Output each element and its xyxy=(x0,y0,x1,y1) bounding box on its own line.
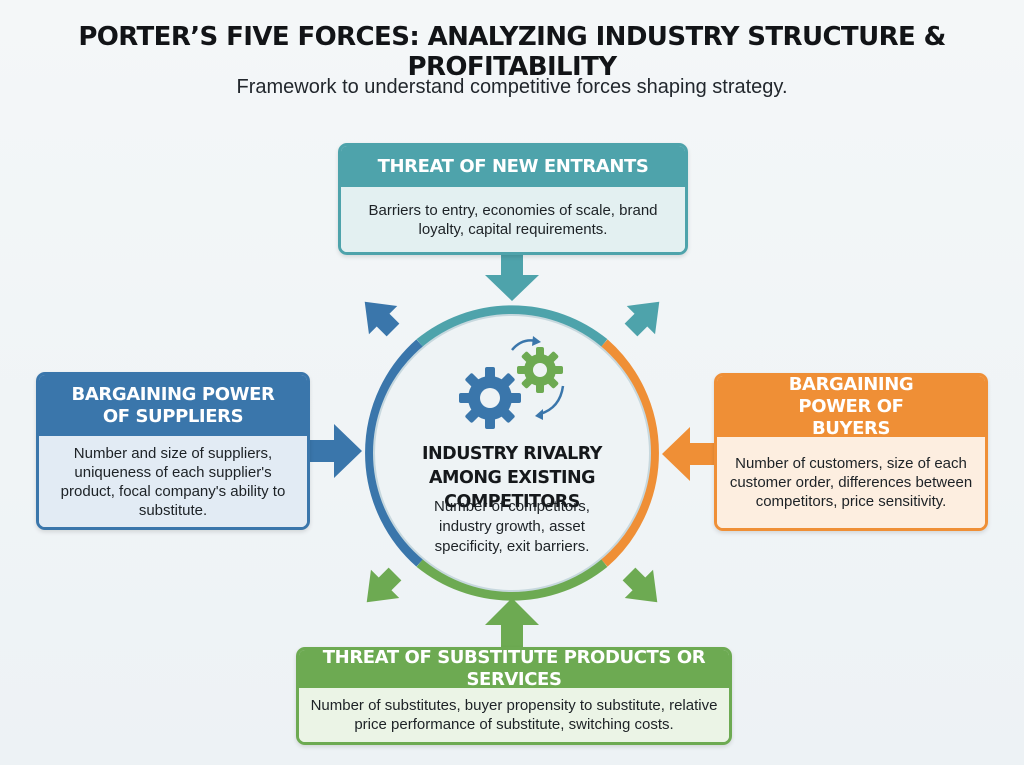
new-entrants-box: THREAT OF NEW ENTRANTS Barriers to entry… xyxy=(338,143,688,255)
substitutes-description: Number of substitutes, buyer propensity … xyxy=(299,688,729,742)
rivalry-ring xyxy=(365,305,659,601)
arrow-suppliers-in xyxy=(310,424,362,478)
rivalry-description: Number of competitors, industry growth, … xyxy=(434,498,590,555)
arrow-substitutes-in xyxy=(485,598,539,647)
new-entrants-description: Barriers to entry, economies of scale, b… xyxy=(341,187,685,252)
suppliers-title: BARGAINING POWER OF SUPPLIERS xyxy=(39,375,307,436)
center-circle xyxy=(373,314,651,592)
buyers-title: BARGAINING POWER OF BUYERS xyxy=(717,376,985,439)
arrow-buyers-in xyxy=(662,427,714,481)
suppliers-box: BARGAINING POWER OF SUPPLIERS Number and… xyxy=(36,372,310,530)
arrow-out-bottom-left xyxy=(366,567,402,603)
cycle-arrows-icon xyxy=(511,336,565,420)
buyers-box: BARGAINING POWER OF BUYERS Number of cus… xyxy=(714,373,988,531)
arrow-out-bottom-right xyxy=(622,567,658,603)
substitutes-title: THREAT OF SUBSTITUTE PRODUCTS OR SERVICE… xyxy=(299,650,729,690)
substitutes-box: THREAT OF SUBSTITUTE PRODUCTS OR SERVICE… xyxy=(296,647,732,745)
arrow-out-top-right xyxy=(624,301,660,337)
page-subtitle: Framework to understand competitive forc… xyxy=(236,76,788,98)
page-title: PORTER’S FIVE FORCES: ANALYZING INDUSTRY… xyxy=(78,22,946,82)
new-entrants-title: THREAT OF NEW ENTRANTS xyxy=(341,146,685,187)
arrow-new-entrants-in xyxy=(485,255,539,301)
buyers-description: Number of customers, size of each custom… xyxy=(717,437,985,528)
rivalry-title: INDUSTRY RIVALRY AMONG EXISTING COMPETIT… xyxy=(422,444,602,512)
gears-icon xyxy=(459,347,563,429)
suppliers-description: Number and size of suppliers, uniqueness… xyxy=(39,436,307,527)
arrow-out-top-left xyxy=(364,301,400,337)
